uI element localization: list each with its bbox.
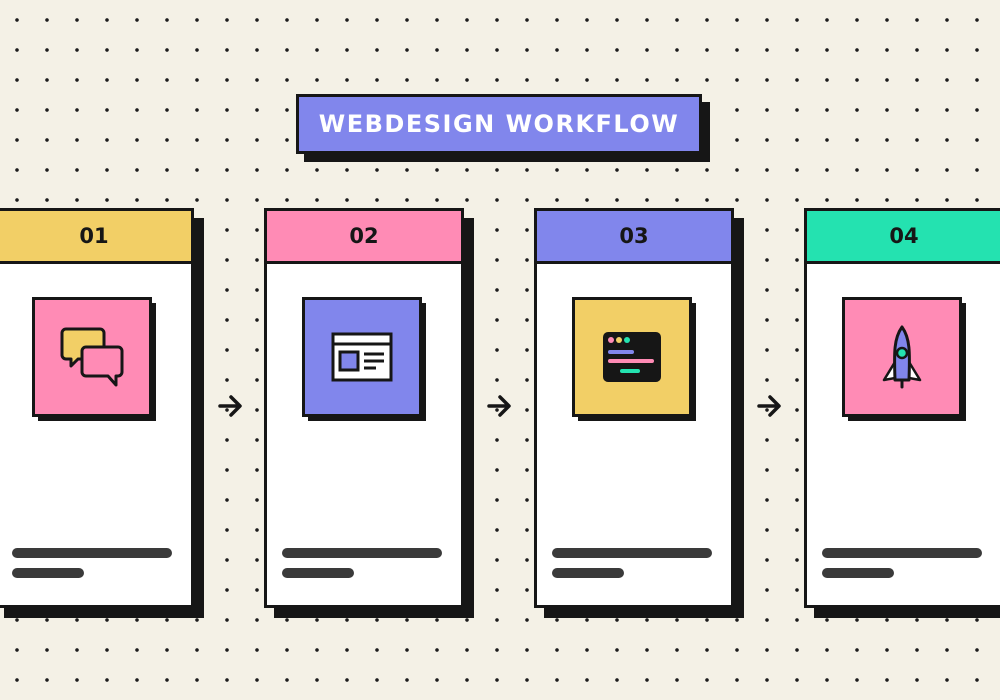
icon-tile-box xyxy=(32,297,152,417)
text-placeholder-line-short xyxy=(552,568,624,578)
browser-window-icon xyxy=(331,332,393,382)
card-body: 03 xyxy=(534,208,734,608)
text-placeholder-line xyxy=(552,548,712,558)
card-body: 02 xyxy=(264,208,464,608)
icon-tile-box xyxy=(572,297,692,417)
text-placeholder-line xyxy=(282,548,442,558)
icon-tile xyxy=(302,297,426,421)
step-number-header: 03 xyxy=(537,211,731,264)
arrow-right-icon xyxy=(218,395,242,417)
icon-tile-box xyxy=(302,297,422,417)
text-placeholder-line xyxy=(822,548,982,558)
icon-tile-box xyxy=(842,297,962,417)
step-card-1: 01 xyxy=(0,208,204,618)
step-number-header: 02 xyxy=(267,211,461,264)
code-terminal-icon xyxy=(603,332,661,382)
icon-tile xyxy=(32,297,156,421)
arrow-right-icon xyxy=(757,395,781,417)
text-placeholder-line-short xyxy=(282,568,354,578)
step-card-4: 04 xyxy=(804,208,1000,618)
icon-tile xyxy=(572,297,696,421)
card-body: 04 xyxy=(804,208,1000,608)
text-placeholder-line-short xyxy=(12,568,84,578)
page-title: WEBDESIGN WORKFLOW xyxy=(296,94,702,154)
arrow-right-icon xyxy=(487,395,511,417)
chat-bubbles-icon xyxy=(60,327,124,387)
step-card-3: 03 xyxy=(534,208,744,618)
step-card-2: 02 xyxy=(264,208,474,618)
text-placeholder-line xyxy=(12,548,172,558)
step-number-header: 01 xyxy=(0,211,191,264)
title-banner: WEBDESIGN WORKFLOW xyxy=(296,94,710,162)
step-number-header: 04 xyxy=(807,211,1000,264)
rocket-icon xyxy=(882,325,922,389)
card-body: 01 xyxy=(0,208,194,608)
text-placeholder-line-short xyxy=(822,568,894,578)
icon-tile xyxy=(842,297,966,421)
